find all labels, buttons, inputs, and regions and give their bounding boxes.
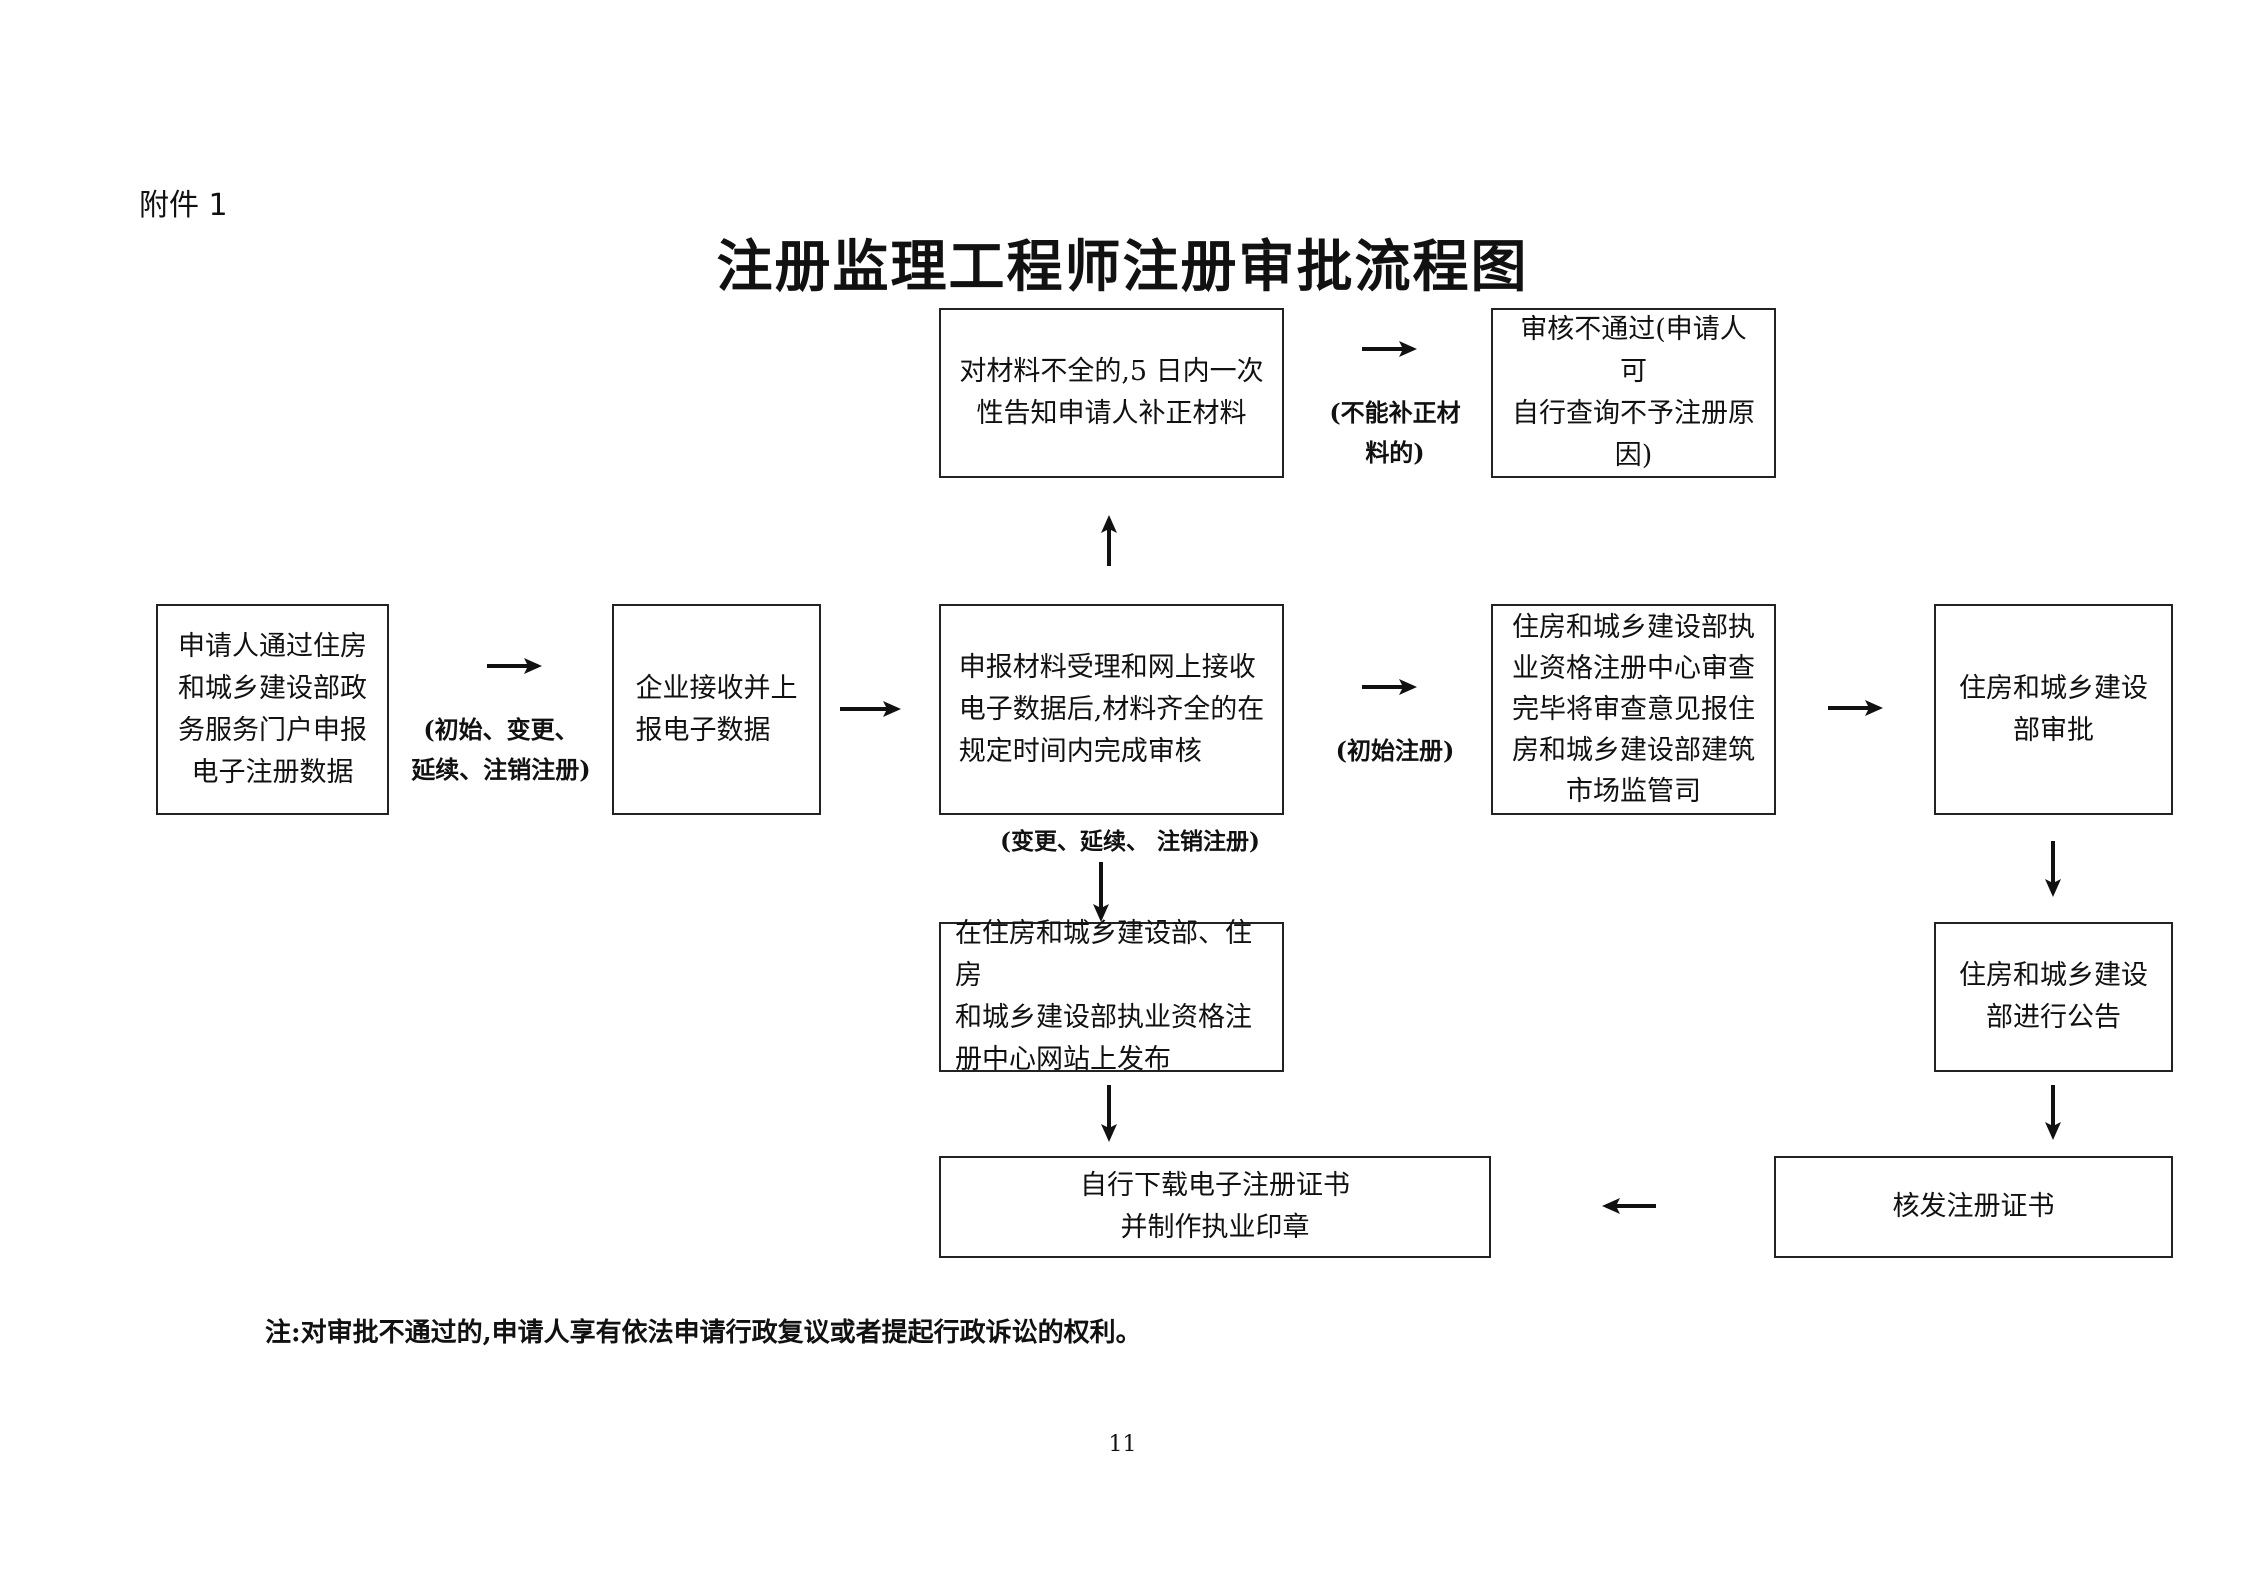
page-number: 11 bbox=[1108, 1432, 1137, 1457]
label-all-registration-types: (初始、变更、 延续、注销注册) bbox=[411, 715, 591, 784]
box-publish: 在住房和城乡建设部、住房 和城乡建设部执业资格注 册中心网站上发布 bbox=[939, 918, 1284, 1075]
box-incomplete-materials: 对材料不全的,5 日内一次 性告知申请人补正材料 bbox=[939, 308, 1284, 478]
box-company: 企业接收并上 报电子数据 bbox=[612, 604, 821, 815]
box-rejected: 审核不通过(申请人可 自行查询不予注册原 因) bbox=[1491, 308, 1776, 478]
label-cannot-supplement: (不能补正材 料的) bbox=[1329, 398, 1461, 467]
box-registration-center: 住房和城乡建设部执 业资格注册中心审查 完毕将审查意见报住 房和城乡建设部建筑 … bbox=[1491, 604, 1776, 815]
box-issue-certificate: 核发注册证书 bbox=[1774, 1156, 2173, 1258]
box-review: 申报材料受理和网上接收 电子数据后,材料齐全的在 规定时间内完成审核 bbox=[939, 604, 1284, 815]
page-title: 注册监理工程师注册审批流程图 bbox=[716, 235, 1529, 300]
label-initial-registration: (初始注册) bbox=[1335, 736, 1455, 765]
box-ministry-approval: 住房和城乡建设 部审批 bbox=[1934, 604, 2173, 815]
box-announcement: 住房和城乡建设 部进行公告 bbox=[1934, 922, 2173, 1072]
box-applicant: 申请人通过住房 和城乡建设部政 务服务门户申报 电子注册数据 bbox=[156, 604, 389, 815]
attachment-label: 附件 1 bbox=[139, 188, 228, 223]
label-change-registration-types: (变更、延续、 注销注册) bbox=[1000, 828, 1260, 855]
box-download-certificate: 自行下载电子注册证书 并制作执业印章 bbox=[939, 1156, 1491, 1258]
footnote: 注:对审批不通过的,申请人享有依法申请行政复议或者提起行政诉讼的权利。 bbox=[265, 1318, 1142, 1348]
